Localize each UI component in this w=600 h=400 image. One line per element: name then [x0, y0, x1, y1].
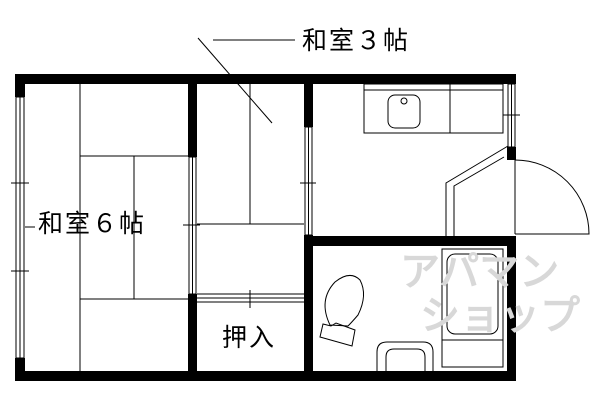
- washbasin: [376, 341, 434, 371]
- watermark-logo: アパマン ショップ: [400, 250, 580, 338]
- toilet: [319, 275, 364, 347]
- walls: [15, 74, 516, 381]
- sink: [387, 94, 421, 129]
- entrance-door[interactable]: [514, 159, 590, 235]
- room-label-washitsu-3: 和室３帖: [302, 26, 411, 55]
- kitchen-counter: [363, 83, 504, 134]
- tatami-lines: [25, 84, 304, 371]
- leader-line: [197, 37, 295, 124]
- room-label-closet: 押入: [222, 323, 277, 352]
- closet-sliding-door[interactable]: [197, 290, 304, 308]
- shoe-box-partition: [445, 145, 509, 236]
- watermark-line1: アパマン: [400, 249, 560, 295]
- windows: [11, 83, 520, 359]
- watermark-line2: ショップ: [420, 293, 580, 339]
- room-label-washitsu-6: 和室６帖: [38, 209, 147, 238]
- bathtub: [441, 248, 504, 368]
